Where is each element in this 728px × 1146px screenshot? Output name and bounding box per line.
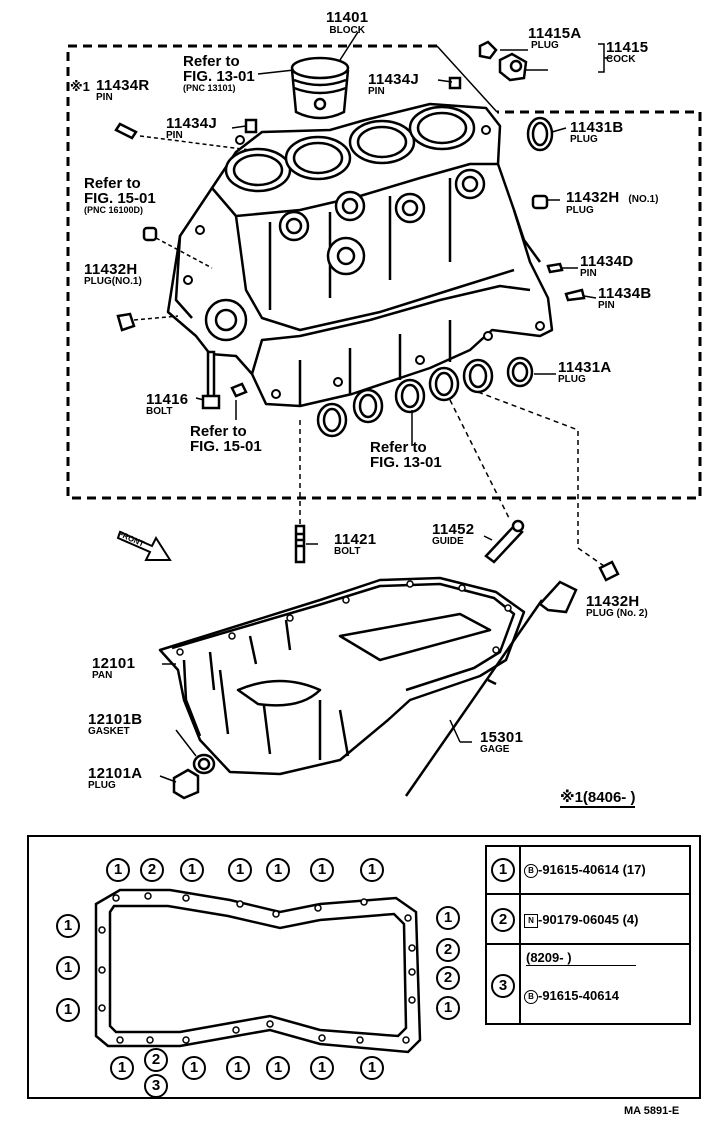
bolt-table-grid [485,845,691,1025]
guide-11452 [484,519,525,564]
bolt-marker: 1 [436,996,460,1020]
plug-no2 [598,560,620,582]
part-11434J-right: 11434J PIN [368,71,420,97]
front-arrow [116,530,172,561]
bearing-caps [316,356,534,438]
bolt-marker: 2 [436,938,460,962]
table-key-1: 1 [491,858,515,882]
ref-fig-15-01-bottom: Refer to FIG. 15-01 [190,423,262,455]
part-11434D: 11434D PIN [580,253,634,279]
part-11432H-no2: 11432H PLUG (No. 2) [586,593,648,619]
drain-cock [478,40,528,82]
drain-plug-parts [172,753,216,800]
bolt-marker: 1 [228,858,252,882]
dipstick [404,580,578,797]
bolt-marker: 1 [310,858,334,882]
bolt-marker: 2 [436,966,460,990]
part-11431B: 11431B PLUG [570,119,624,145]
oil-pan [158,576,526,776]
part-12101A: 12101A PLUG [88,765,143,791]
part-11416: 11416 BOLT [146,391,189,417]
block-boundary [66,44,702,500]
table-key-2: 2 [491,908,515,932]
bolt-marker: 1 [56,956,80,980]
block-bolt-holes [183,125,545,399]
part-11415A: 11415A PLUG [528,25,582,51]
bolt-marker: 1 [180,858,204,882]
table-key-3: 3 [491,974,515,998]
core-holes [204,168,486,342]
leader-lines-bottom [159,535,493,783]
part-11431A: 11431A PLUG [558,359,612,385]
bolt-marker: 1 [226,1056,250,1080]
ref-fig-13-01-bottom: Refer to FIG. 13-01 [370,439,442,471]
bolt-icon: B [524,989,538,1004]
bolt-icon: B [524,863,538,878]
part-11415: 11415 COCK [606,39,649,65]
bolt-marker: 1 [436,906,460,930]
legend-frame [27,835,701,1099]
bolt-marker: 1 [266,858,290,882]
part-11401: 11401 BLOCK [326,9,369,36]
piston [290,56,350,120]
date-note: ※1(8406- ) [560,789,636,808]
cylinder-bores [224,105,476,193]
part-11434B: 11434B PIN [598,285,652,311]
bolt-marker: 1 [56,998,80,1022]
block-small-parts [114,76,586,332]
part-11434R: 11434R PIN [96,77,150,103]
bolt-marker: 1 [360,1056,384,1080]
bolt-marker: 1 [310,1056,334,1080]
bolt-marker: 1 [182,1056,206,1080]
leader-lines [133,31,612,446]
asterisk-mark-top: ※1 [70,79,90,94]
part-11452: 11452 GUIDE [432,521,475,547]
bolt-marker: 1 [56,914,80,938]
part-11432H-no1-left: 11432H PLUG(NO.1) [84,261,142,287]
table-row-1: B-91615-40614 (17) [524,862,646,878]
part-11434J-left: 11434J PIN [166,115,218,141]
part-12101B: 12101B GASKET [88,711,143,737]
table-row-3-date: (8209- ) [526,950,636,966]
table-row-2: N-90179-06045 (4) [524,912,638,928]
ref-fig-13-01-top: Refer to FIG. 13-01 (PNC 13101) [183,53,255,93]
bolt-marker: 1 [106,858,130,882]
table-row-3: B-91615-40614 [524,988,619,1004]
bolt-marker: 1 [266,1056,290,1080]
bolt-11416 [201,350,248,410]
dashed-leaders [299,391,605,567]
oil-pan-flange-holes [176,580,512,656]
ref-fig-15-01-top: Refer to FIG. 15-01 (PNC 16100D) [84,175,156,215]
pan-gasket-outline [94,888,422,1054]
bolt-marker: 2 [140,858,164,882]
bolt-marker: 1 [360,858,384,882]
bolt-marker: 2 [144,1048,168,1072]
part-11421: 11421 BOLT [334,531,377,557]
diagram-code: MA 5891-E [624,1105,680,1117]
pan-gasket-holes [98,892,416,1044]
part-15301: 15301 GAGE [480,729,524,755]
bolt-marker: 3 [144,1074,168,1098]
part-12101: 12101 PAN [92,655,136,681]
stud-11421 [294,524,306,564]
part-11432H-no1-right: 11432H (NO.1) PLUG [566,189,659,216]
nut-icon: N [524,913,538,928]
bolt-marker: 1 [110,1056,134,1080]
